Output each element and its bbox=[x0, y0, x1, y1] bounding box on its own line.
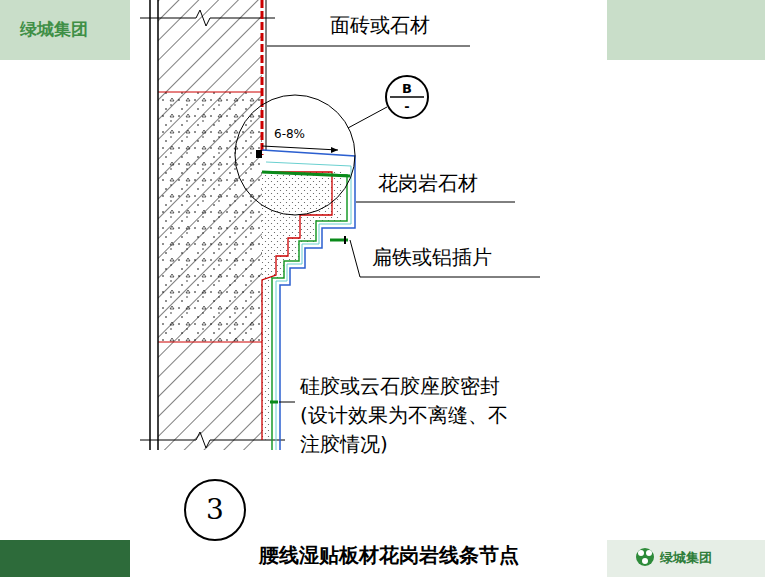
footer-logo: 绿城集团 bbox=[660, 549, 712, 567]
note-label: 硅胶或云石胶座胶密封 (设计效果为不离缝、不 注胶情况) bbox=[300, 372, 530, 459]
detail-callout: B- bbox=[385, 75, 429, 119]
header-logo: 绿城集团 bbox=[20, 18, 88, 41]
part-label: 面砖或石材 bbox=[330, 12, 430, 39]
node-text: B bbox=[402, 82, 412, 95]
callout-number: 3 bbox=[184, 479, 246, 541]
caption: 腰线湿贴板材花岗岩线条节点 bbox=[259, 542, 519, 569]
node-text: - bbox=[404, 100, 409, 113]
node-text: 3 bbox=[206, 496, 224, 524]
slope-dimension: 6-8% bbox=[272, 126, 307, 142]
part-label: 扁铁或铝插片 bbox=[372, 244, 492, 271]
part-label: 花岗岩石材 bbox=[378, 170, 478, 197]
